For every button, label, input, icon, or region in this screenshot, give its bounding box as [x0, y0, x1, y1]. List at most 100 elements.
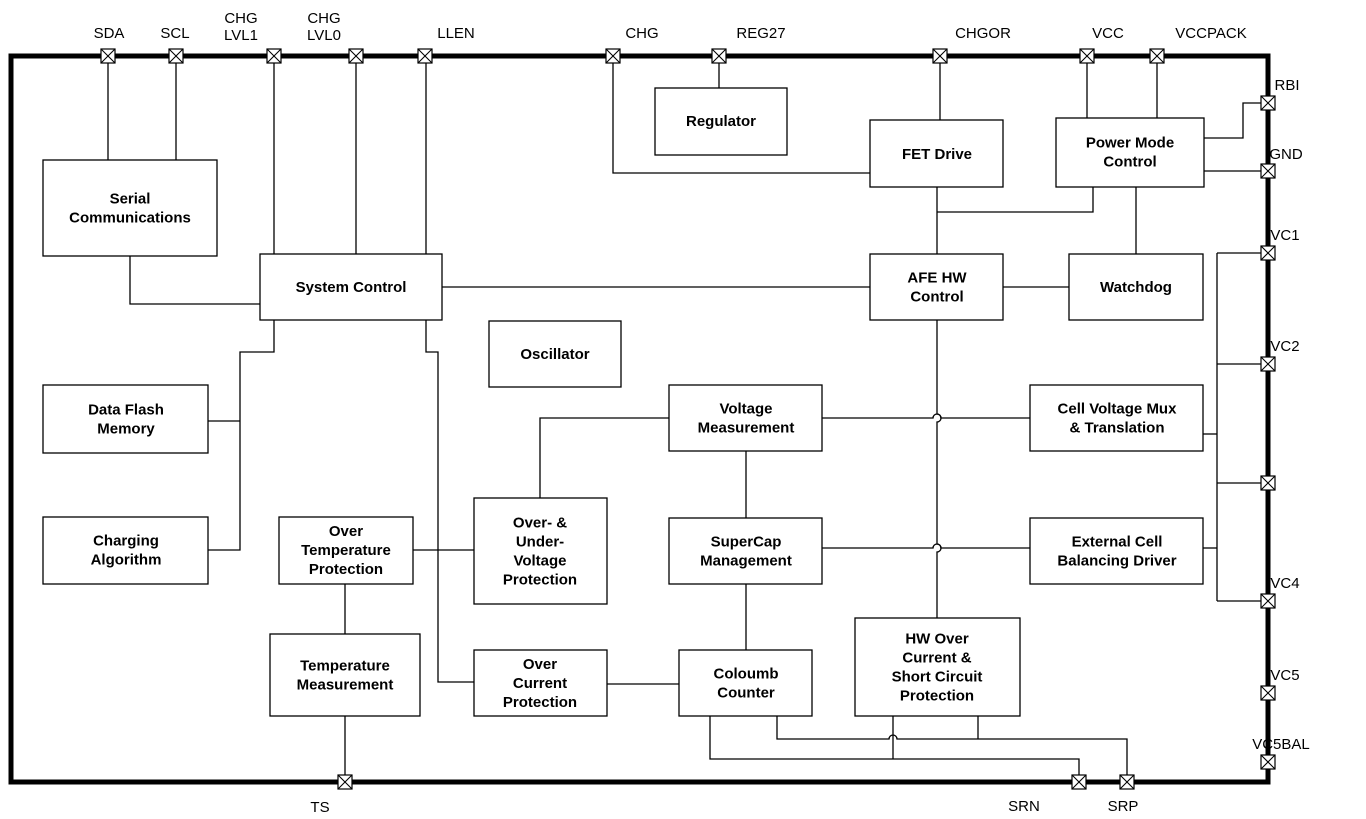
- hw-over-current-label-line: HW Over: [905, 631, 969, 648]
- voltage-measurement-label-line: Voltage: [719, 401, 772, 418]
- cell-voltage-mux-label-line: & Translation: [1069, 420, 1164, 437]
- oscillator-block: Oscillator: [488, 320, 622, 388]
- pin-vc2-label: VC2: [1270, 338, 1299, 355]
- pin-vc4-label: VC4: [1270, 575, 1299, 592]
- pin-chg: CHG: [605, 25, 659, 64]
- over-temperature-protection-label-line: Over: [329, 523, 363, 540]
- data-flash-memory-label-line: Memory: [97, 421, 155, 438]
- fet-drive-block: FET Drive: [869, 119, 1004, 188]
- supercap-management-label-line: SuperCap: [711, 534, 782, 551]
- data-flash-memory-label-line: Data Flash: [88, 402, 164, 419]
- over-under-voltage-protection-label-line: Protection: [503, 572, 577, 589]
- over-under-voltage-protection-label-line: Voltage: [513, 553, 566, 570]
- cell-voltage-mux-block: Cell Voltage Mux & Translation: [1029, 384, 1204, 452]
- system-control-label-line: System Control: [296, 279, 407, 296]
- temperature-measurement-label-line: Temperature: [300, 658, 390, 675]
- pin-srn: SRN: [1008, 774, 1087, 815]
- over-under-voltage-protection-label-line: Under-: [516, 534, 564, 551]
- pin-vc5-label: VC5: [1270, 667, 1299, 684]
- pin-gnd-label: GND: [1269, 146, 1303, 163]
- pin-sda-label: SDA: [94, 25, 125, 42]
- regulator-label-line: Regulator: [686, 113, 756, 130]
- hw-over-current-label-line: Current &: [902, 650, 971, 667]
- pin-reg27-label: REG27: [736, 25, 785, 42]
- pin-vccpack: VCCPACK: [1149, 25, 1247, 64]
- pin-gnd: GND: [1260, 146, 1303, 179]
- pin-chg_lvl1-label: LVL1: [224, 27, 258, 44]
- chip-outline: [8, 53, 1271, 785]
- over-under-voltage-protection-label-line: Over- &: [513, 515, 567, 532]
- pin-vccpack-label: VCCPACK: [1175, 25, 1246, 42]
- hw-over-current-label-line: Short Circuit: [892, 669, 983, 686]
- watchdog-label-line: Watchdog: [1100, 279, 1172, 296]
- pin-scl: SCL: [160, 25, 190, 64]
- cell-voltage-mux-label-line: Cell Voltage Mux: [1058, 401, 1178, 418]
- coloumb-counter-label-line: Counter: [717, 685, 775, 702]
- watchdog-block: Watchdog: [1068, 253, 1204, 321]
- pin-llen: LLEN: [417, 25, 475, 64]
- pin-chg_lvl0-label: CHG: [307, 10, 340, 27]
- charging-algorithm-label-line: Charging: [93, 533, 159, 550]
- pin-rbi: RBI: [1260, 77, 1300, 111]
- external-cell-balancing-driver-label-line: External Cell: [1072, 534, 1163, 551]
- coloumb-counter-label-line: Coloumb: [714, 666, 779, 683]
- charging-algorithm-label-line: Algorithm: [91, 552, 162, 569]
- pin-vc2: VC2: [1260, 338, 1300, 372]
- temperature-measurement-label-line: Measurement: [297, 677, 394, 694]
- pin-vc3: [1260, 475, 1276, 491]
- pin-ts-label: TS: [310, 799, 329, 816]
- regulator-block: Regulator: [654, 87, 788, 156]
- hw-over-current-label-line: Protection: [900, 688, 974, 705]
- pin-ts: TS: [310, 774, 353, 816]
- pin-vc5bal: VC5BAL: [1252, 736, 1310, 770]
- power-mode-control-label-line: Power Mode: [1086, 135, 1174, 152]
- supercap-management-label-line: Management: [700, 553, 792, 570]
- over-temperature-protection-label-line: Temperature: [301, 542, 391, 559]
- pin-vcc: VCC: [1079, 25, 1124, 64]
- over-current-protection-label-line: Current: [513, 675, 567, 692]
- pin-chgor: CHGOR: [932, 25, 1011, 64]
- over-temperature-protection-label-line: Protection: [309, 561, 383, 578]
- pin-scl-label: SCL: [160, 25, 189, 42]
- pin-vc1-label: VC1: [1270, 227, 1299, 244]
- pin-vc4: VC4: [1260, 575, 1300, 609]
- voltage-measurement-label-line: Measurement: [698, 420, 795, 437]
- pin-vcc-label: VCC: [1092, 25, 1124, 42]
- over-current-protection-label-line: Protection: [503, 694, 577, 711]
- pin-llen-label: LLEN: [437, 25, 475, 42]
- pin-sda: SDA: [94, 25, 125, 64]
- over-current-protection-label-line: Over: [523, 656, 557, 673]
- pin-vc1: VC1: [1260, 227, 1300, 261]
- pin-reg27: REG27: [711, 25, 786, 64]
- pin-chg_lvl0-label: LVL0: [307, 27, 341, 44]
- pin-chg-label: CHG: [625, 25, 658, 42]
- serial-communications-label-line: Communications: [69, 210, 191, 227]
- oscillator-label-line: Oscillator: [520, 346, 589, 363]
- connections: [107, 56, 1268, 782]
- pin-rbi-label: RBI: [1274, 77, 1299, 94]
- afe-hw-control-label-line: AFE HW: [907, 270, 967, 287]
- system-control-block: System Control: [259, 253, 443, 321]
- pin-srp: SRP: [1108, 774, 1139, 815]
- external-cell-balancing-driver-label-line: Balancing Driver: [1057, 553, 1176, 570]
- pin-srn-label: SRN: [1008, 798, 1040, 815]
- pin-vc5bal-label: VC5BAL: [1252, 736, 1310, 753]
- pin-srp-label: SRP: [1108, 798, 1139, 815]
- pin-chgor-label: CHGOR: [955, 25, 1011, 42]
